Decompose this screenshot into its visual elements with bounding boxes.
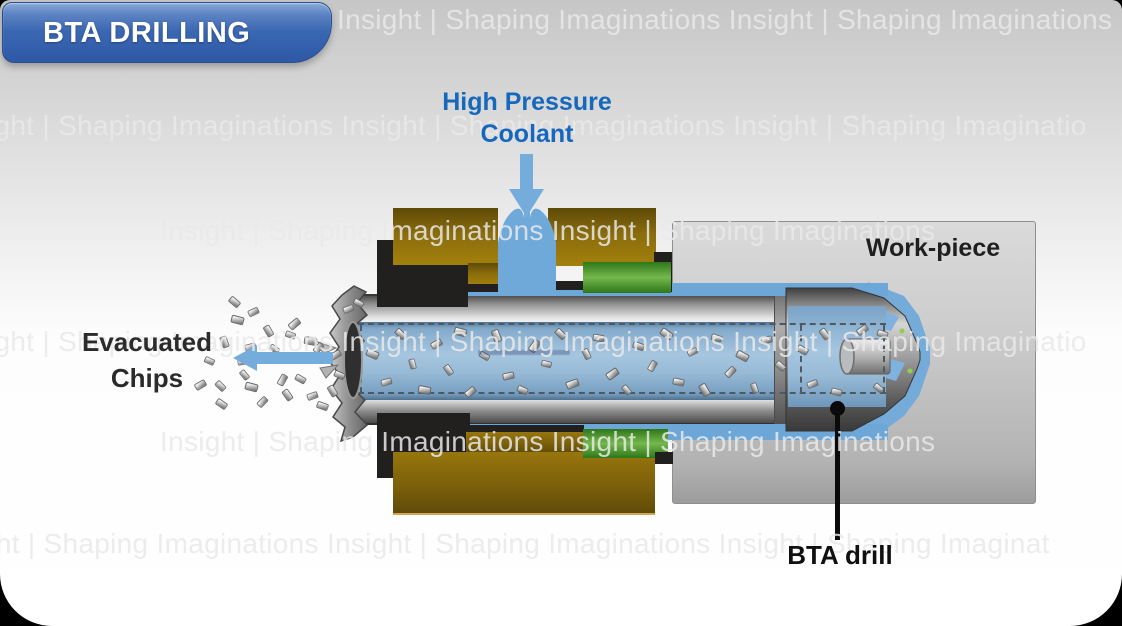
seal-line-top-left: [468, 284, 500, 292]
pressure-head-bottom: [393, 452, 655, 515]
label-coolant-line2: Coolant: [480, 120, 574, 148]
label-high-pressure-coolant: High Pressure Coolant: [407, 86, 647, 150]
fine-print-smudge: [478, 350, 570, 355]
dashed-bore-line-top: [358, 323, 886, 325]
label-workpiece: Work-piece: [865, 234, 1001, 262]
clamp-block-bottom-right: [655, 452, 673, 464]
pressure-head-top-left-step: [468, 263, 498, 286]
bta-drill-pointer-line: [835, 408, 840, 540]
pressure-head-bottom-step: [466, 432, 584, 453]
dashed-bore-line-right: [883, 325, 885, 393]
label-evacuated-chips: Evacuated Chips: [63, 324, 231, 396]
seal-line-bottom: [466, 425, 584, 433]
label-coolant-line1: High Pressure: [442, 88, 612, 116]
label-bta-drill: BTA drill: [787, 540, 893, 570]
page-title: BTA DRILLING: [43, 17, 251, 49]
pressure-head-top-left: [393, 208, 498, 265]
label-evacuated-line1: Evacuated: [81, 327, 213, 357]
seal-bottom: [583, 429, 668, 458]
pressure-head-top-right: [548, 208, 656, 266]
seal-top: [583, 262, 671, 293]
title-banner: BTA DRILLING: [2, 2, 332, 63]
label-evacuated-line2: Chips: [110, 363, 184, 393]
seal-line-top-right: [548, 281, 584, 290]
dashed-bore-line-mid: [800, 325, 802, 393]
